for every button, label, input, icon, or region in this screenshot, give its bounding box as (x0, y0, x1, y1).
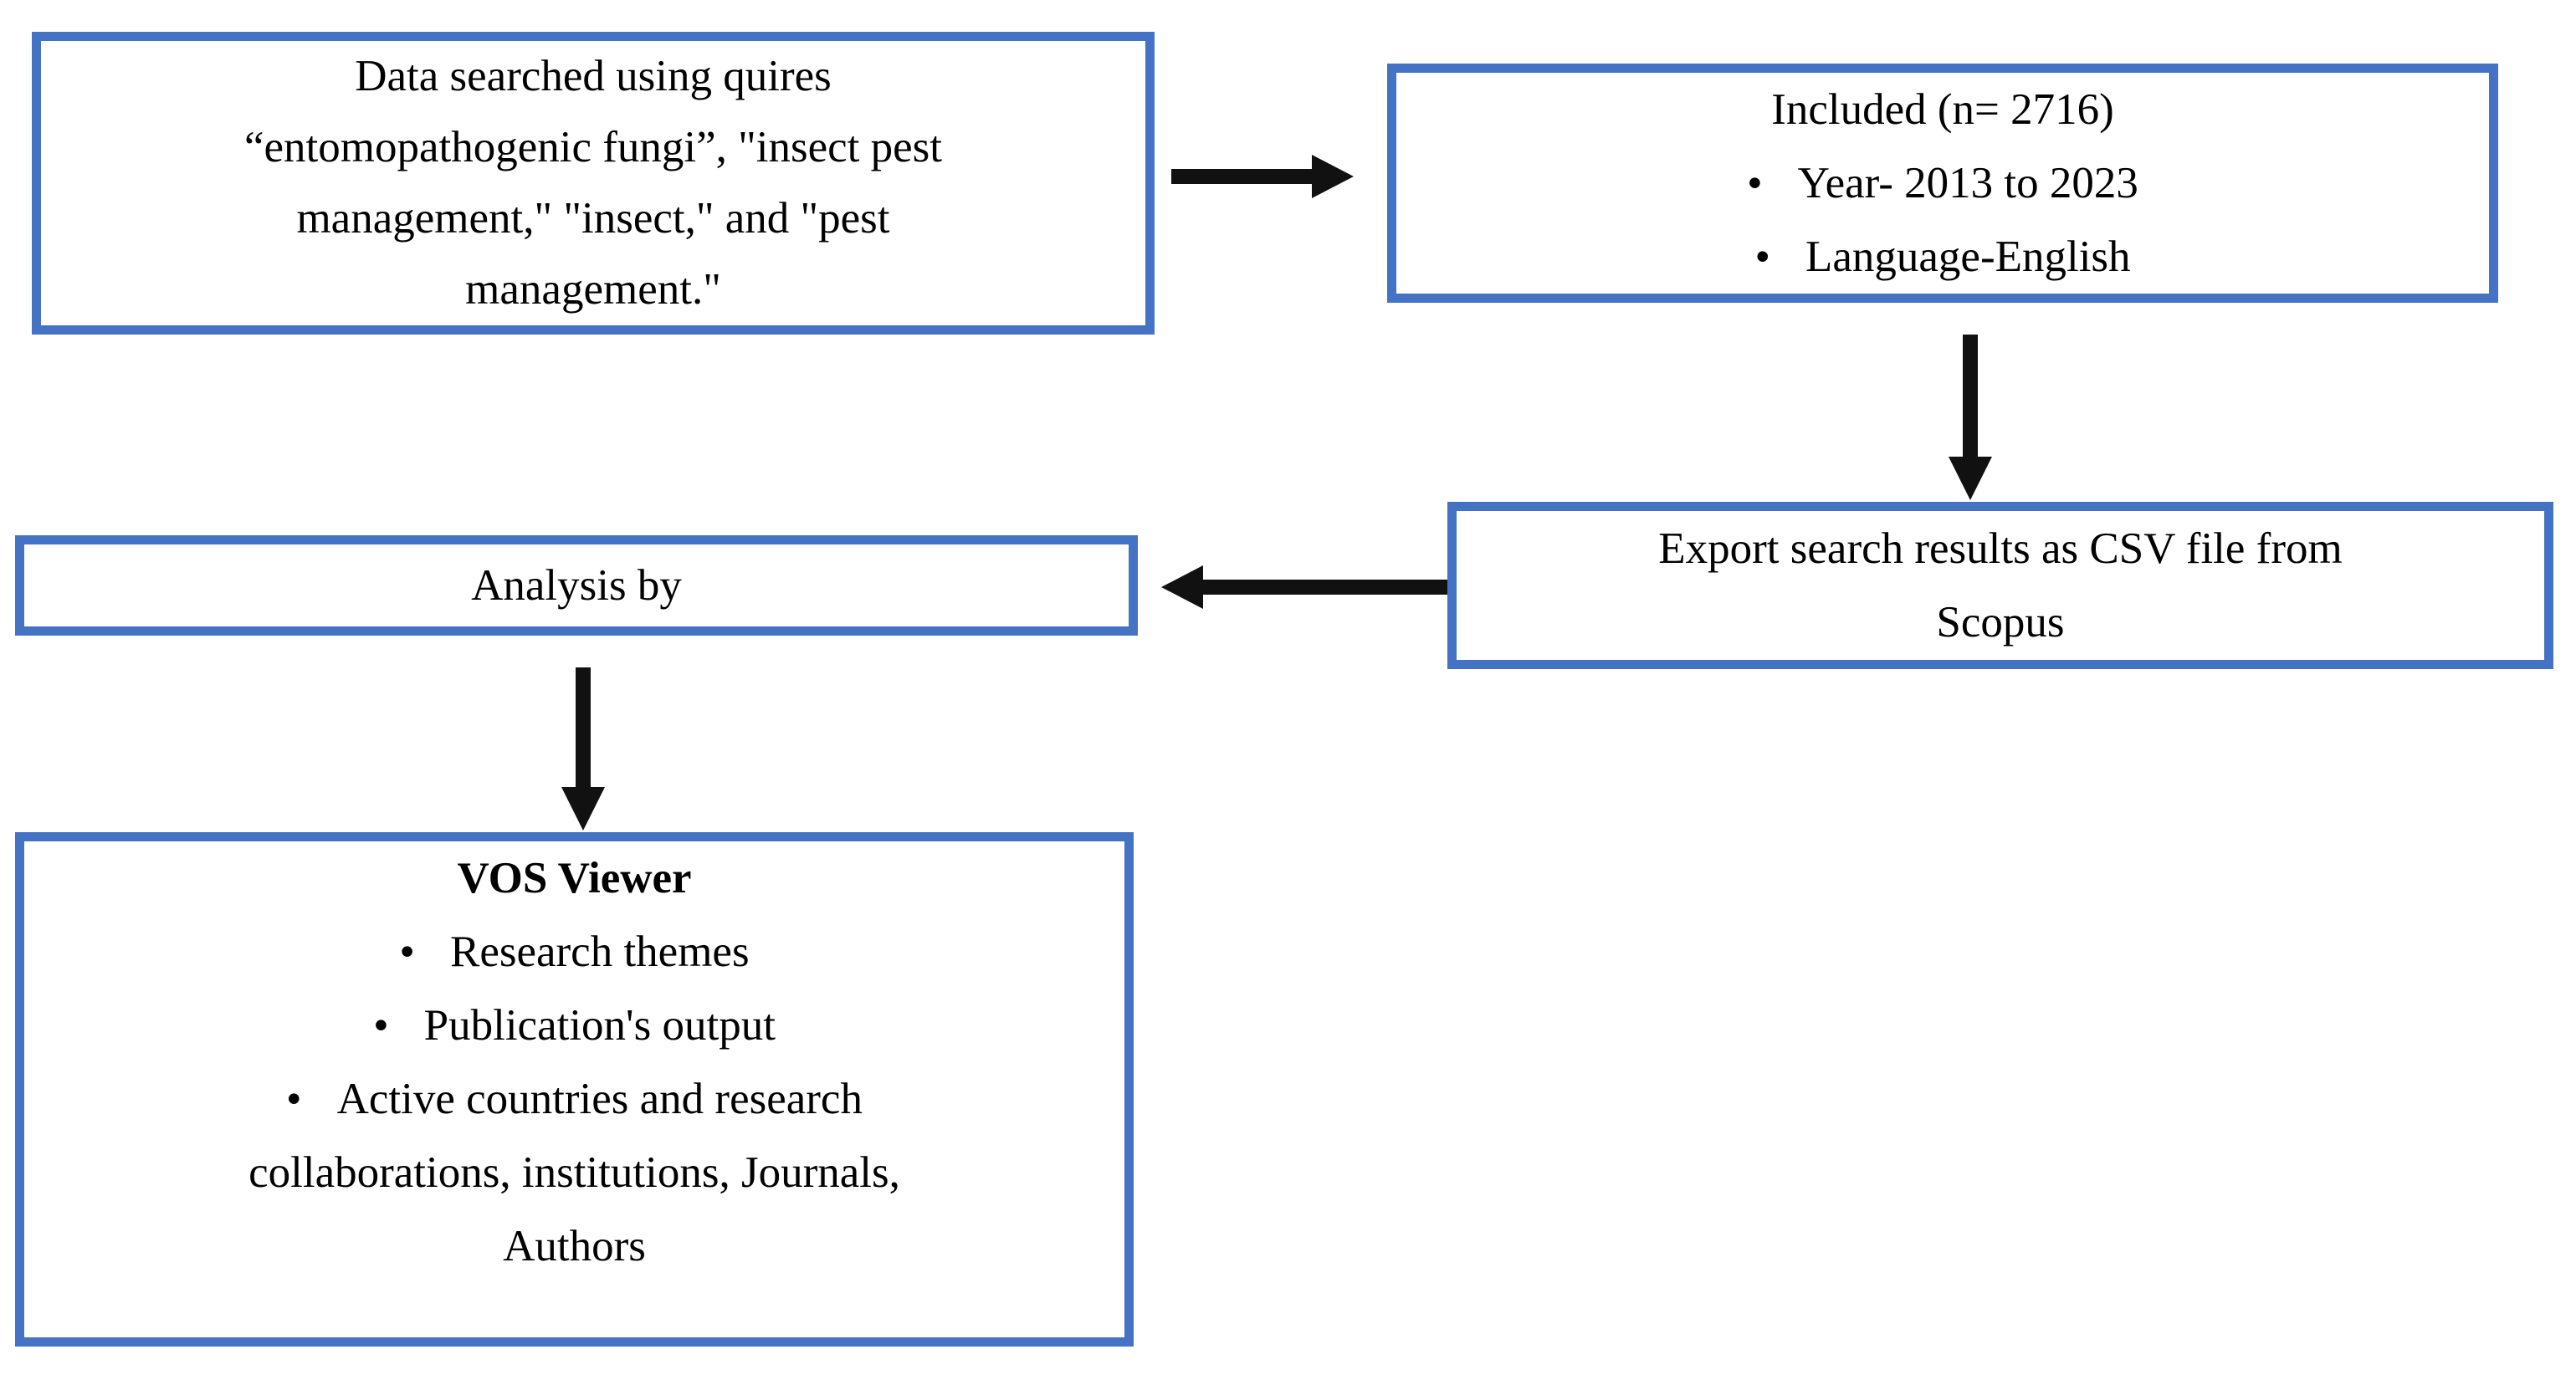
arrow-shaft (1963, 335, 1978, 457)
text-line: Scopus (1936, 598, 2065, 647)
bullet-item: • Research themes (399, 915, 749, 989)
bullet-icon: • (373, 1001, 389, 1050)
text-line: management," "insect," and "pest (296, 194, 890, 243)
text-line: “entomopathogenic fungi”, "insect pest (243, 123, 943, 171)
bullet-icon: • (1754, 233, 1770, 281)
text-line: management." (465, 265, 721, 314)
box-title: VOS Viewer (457, 854, 692, 902)
bullet-text: Active countries and research (336, 1075, 863, 1123)
arrow-head (1949, 457, 1992, 500)
bullet-icon: • (399, 928, 415, 976)
box-analysis-by: Analysis by (15, 535, 1138, 636)
bullet-text: Language-English (1805, 233, 2131, 281)
arrow-shaft (1201, 580, 1447, 595)
box-included-criteria: Included (n= 2716) • Year- 2013 to 2023 •… (1387, 64, 2498, 303)
box-title: Included (n= 2716) (1771, 85, 2114, 134)
bullet-continuation-line: Authors (503, 1222, 646, 1270)
arrow-head (1161, 565, 1203, 609)
text-line: Export search results as CSV file from (1658, 524, 2343, 573)
bullet-icon: • (1747, 159, 1763, 207)
arrow-head (561, 787, 605, 831)
box-export-csv: Export search results as CSV file from S… (1447, 502, 2553, 669)
bullet-continuation-line: collaborations, institutions, Journals, (248, 1148, 900, 1197)
arrow-shaft (1171, 169, 1314, 184)
bullet-text: Publication's output (423, 1001, 776, 1050)
bullet-text: Research themes (449, 928, 750, 976)
box-search-query: Data searched using quires “entomopathog… (32, 32, 1155, 335)
arrow-right-icon (1171, 155, 1354, 198)
arrow-shaft (576, 667, 591, 788)
text-line: Data searched using quires (355, 52, 832, 100)
bullet-text: Year- 2013 to 2023 (1797, 159, 2138, 207)
bullet-item: • Publication's output (373, 989, 776, 1062)
arrow-down-icon (561, 667, 605, 831)
bullet-item: • Language-English (1754, 220, 2130, 294)
arrow-left-icon (1161, 565, 1447, 609)
bullet-icon: • (286, 1075, 302, 1123)
arrow-head (1312, 155, 1354, 198)
bullet-item: • Year- 2013 to 2023 (1747, 146, 2138, 220)
box-title: Analysis by (471, 561, 682, 610)
bullet-item: • Active countries and research (286, 1062, 863, 1136)
arrow-down-icon (1949, 335, 1992, 500)
box-vos-viewer: VOS Viewer •Research themes •Publication… (15, 832, 1134, 1347)
